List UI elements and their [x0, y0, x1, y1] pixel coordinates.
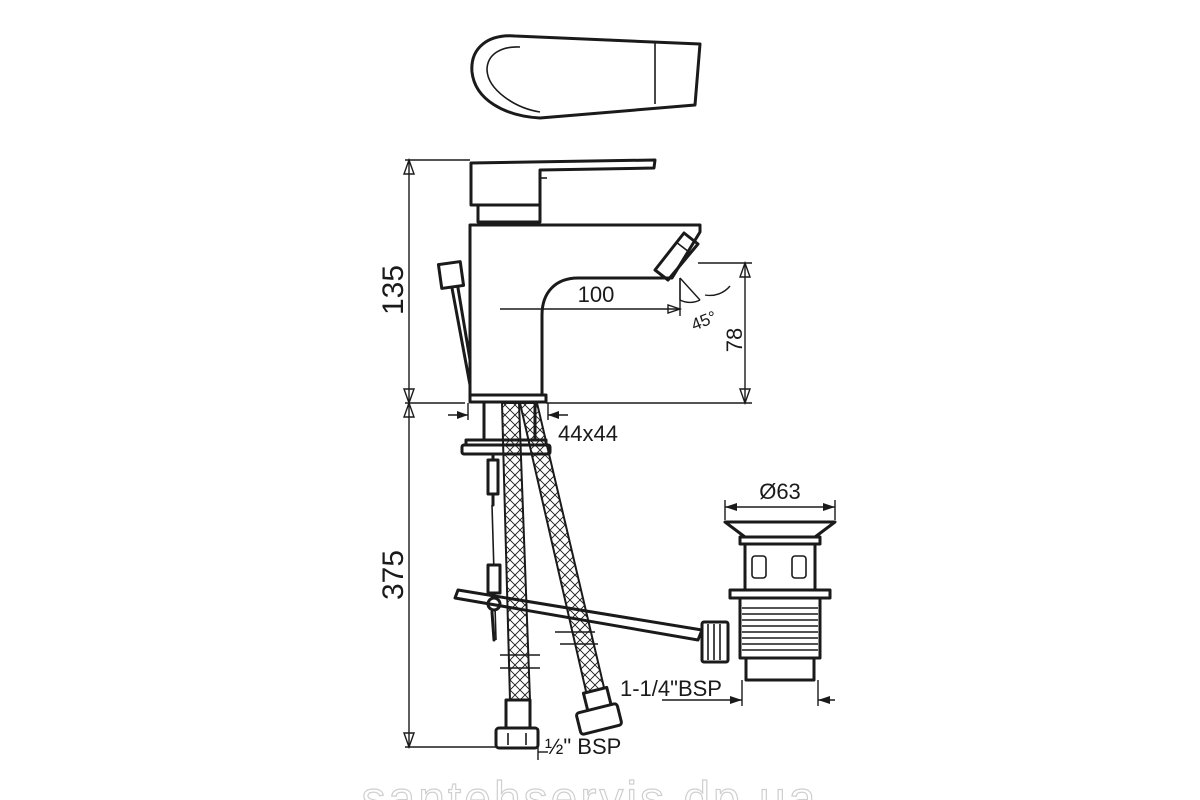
spout-angle-dimension: 45° [679, 277, 731, 335]
lever-top-view [470, 34, 702, 120]
faucet-body [436, 158, 702, 404]
spout-reach-label: 100 [578, 282, 615, 307]
base-size-label: 44x44 [558, 421, 618, 446]
spout-angle-label: 45° [688, 307, 719, 334]
drain-thread-dimension: 1-1/4"BSP [620, 676, 835, 706]
drain-diameter-dimension: Ø63 [724, 479, 836, 520]
spout-height-dimension: 78 [546, 260, 752, 406]
height-upper-label: 135 [377, 265, 410, 315]
watermark: santehservis.dp.ua [362, 773, 819, 800]
spout-reach-dimension: 100 [500, 278, 683, 316]
drain-assembly [700, 520, 837, 682]
hose-thread-label: ½" BSP [545, 734, 621, 759]
drain-thread-label: 1-1/4"BSP [620, 676, 722, 701]
height-dimension: 135 375 [377, 157, 500, 750]
hose-thread-dimension: ½" BSP [537, 728, 621, 760]
base-size-dimension: 44x44 [448, 403, 618, 446]
drain-diameter-label: Ø63 [759, 479, 801, 504]
height-lower-label: 375 [377, 550, 410, 600]
spout-height-label: 78 [722, 328, 747, 352]
flexible-hoses [494, 402, 623, 750]
